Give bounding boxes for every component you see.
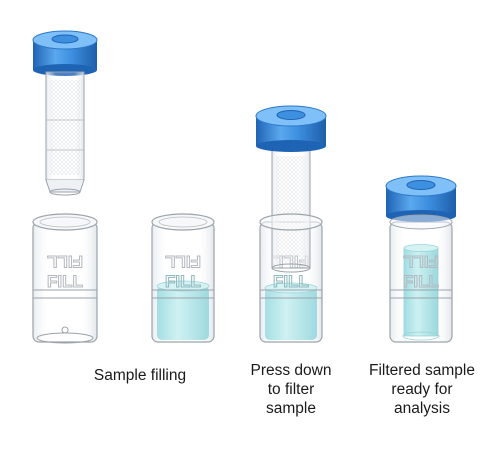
vial-2-embossed-label-bottom: FILL <box>165 272 201 291</box>
vial-4-embossed-label-bottom: FILL <box>403 272 439 291</box>
vial-2-with-sample: FILL FILL <box>151 213 215 343</box>
filter-plunger-tube-1 <box>45 71 85 196</box>
vial-4-embossed-label-top: FILL <box>403 252 439 271</box>
vial-1-embossed-label-bottom: FILL <box>47 272 83 291</box>
plunger-cap-1 <box>32 30 98 76</box>
plunger-cap-3 <box>255 105 327 152</box>
vial-4-filtered: FILL FILL <box>389 221 453 343</box>
caption-sample-filling: Sample filling <box>93 367 187 384</box>
filter-plunger-tube-3 <box>259 147 323 273</box>
vial-2-embossed-label-top: FILL <box>165 252 201 271</box>
vial-1: FILL FILL <box>32 213 98 344</box>
caption-press-down: Press down to filter sample <box>250 362 332 417</box>
caption-filtered: Filtered sample ready for analysis <box>369 362 475 417</box>
vial-3-embossed-label-bottom: FILL <box>273 272 309 291</box>
plunger-cap-4 <box>385 175 457 230</box>
vial-1-embossed-label-top: FILL <box>47 252 83 271</box>
